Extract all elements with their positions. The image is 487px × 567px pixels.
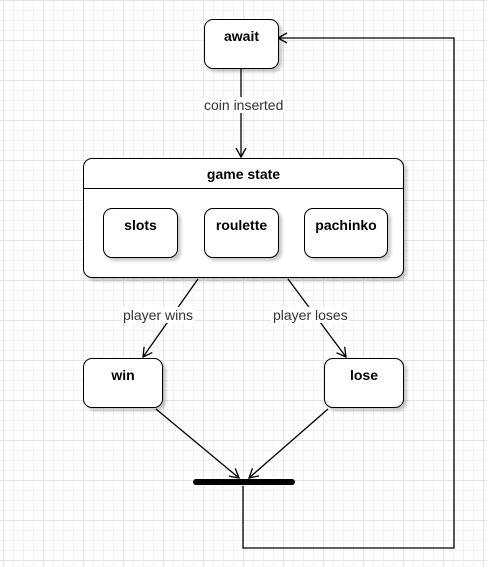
state-await[interactable]: await xyxy=(204,19,279,69)
state-roulette-label: roulette xyxy=(215,217,268,233)
state-await-label: await xyxy=(223,28,259,44)
transition-player-loses-label: player loses xyxy=(271,307,350,323)
state-game-state-title: game state xyxy=(84,159,403,189)
transition-loop-back-edge xyxy=(242,32,455,549)
transition-player-wins-label: player wins xyxy=(121,307,196,323)
transition-lose-to-join-edge xyxy=(247,408,329,479)
state-win-label: win xyxy=(111,367,135,383)
state-pachinko[interactable]: pachinko xyxy=(304,208,388,258)
state-win[interactable]: win xyxy=(83,358,163,408)
state-slots[interactable]: slots xyxy=(103,208,178,258)
state-lose-label: lose xyxy=(349,367,378,383)
transition-coin-inserted-label: coin inserted xyxy=(202,97,286,113)
state-slots-label: slots xyxy=(124,217,157,233)
state-lose[interactable]: lose xyxy=(324,358,404,408)
state-pachinko-label: pachinko xyxy=(315,217,377,233)
state-roulette[interactable]: roulette xyxy=(204,208,279,258)
transition-win-to-join-edge xyxy=(155,408,241,479)
